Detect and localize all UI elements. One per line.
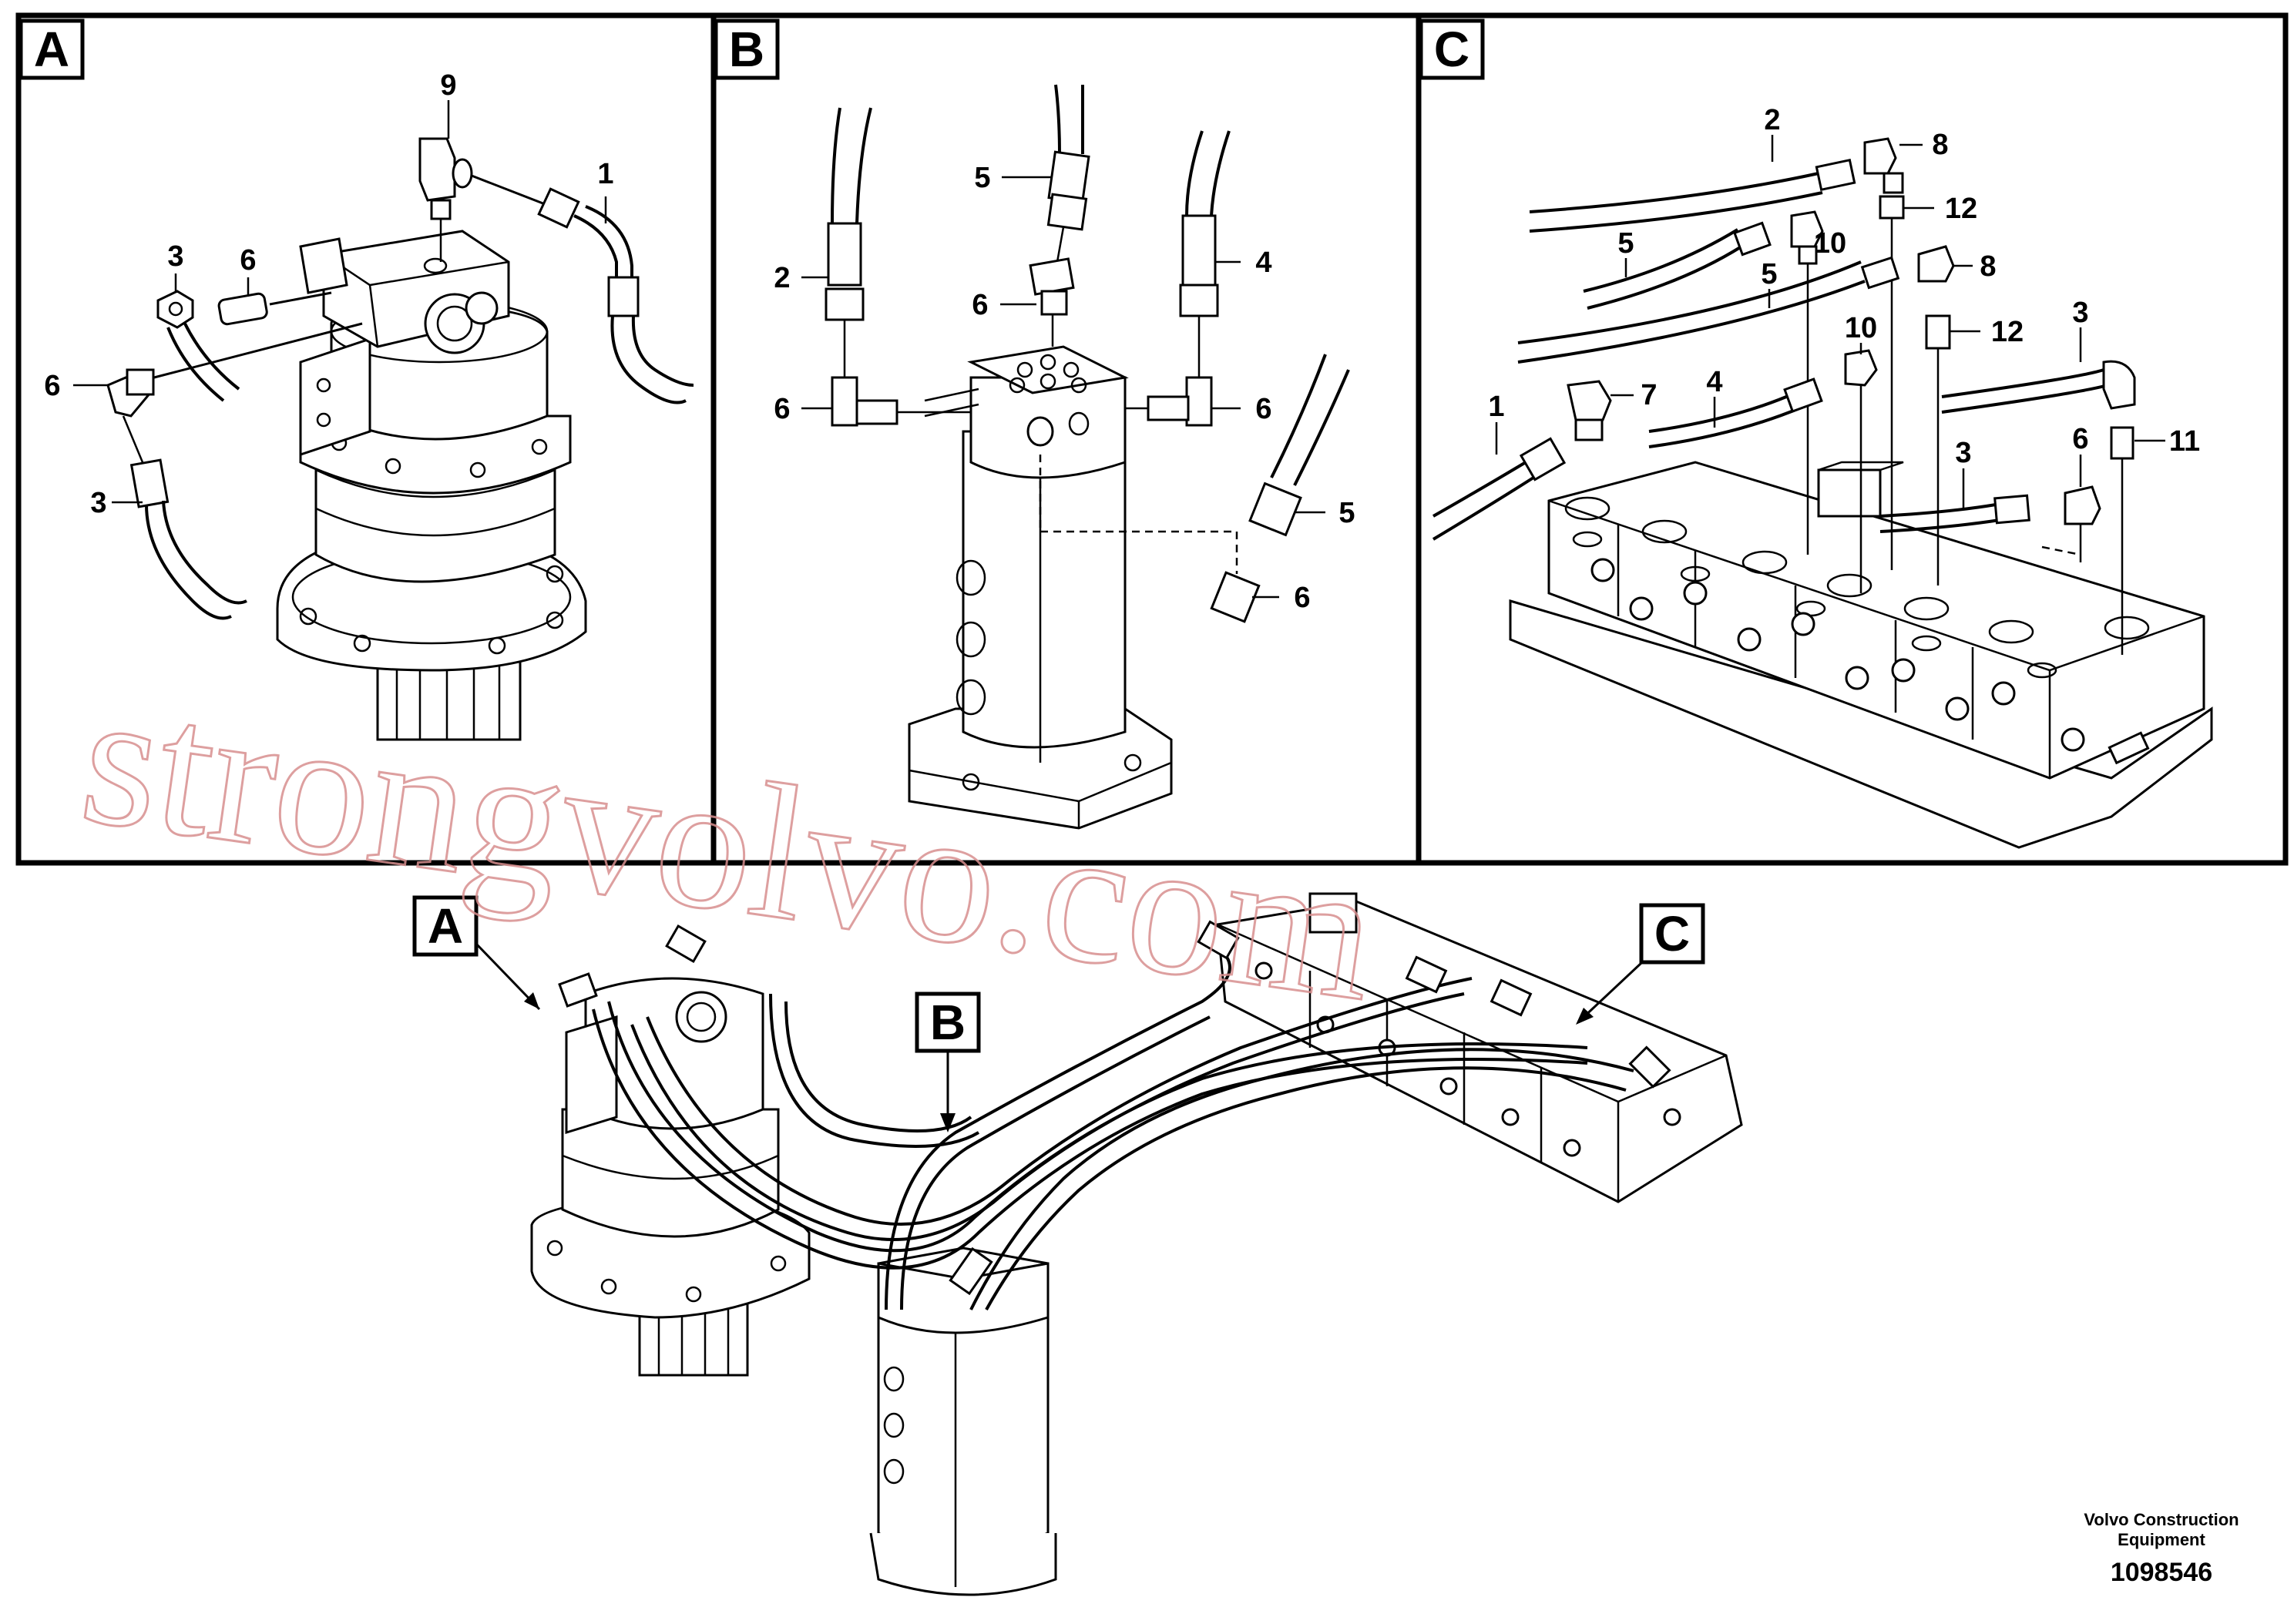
callout-10: 10 — [1814, 227, 1846, 260]
callout-3: 3 — [2072, 297, 2088, 329]
elbow-fitting-9 — [418, 137, 456, 202]
overview-assembly: A B C — [412, 892, 1743, 1596]
panel-c-tag: C — [1434, 22, 1469, 77]
callout-3: 3 — [90, 487, 106, 519]
overview-tag-a: A — [428, 898, 463, 954]
callout-6: 6 — [240, 244, 256, 277]
overview-tag-c: C — [1654, 906, 1690, 961]
callout-6: 6 — [1255, 393, 1271, 425]
callout-5: 5 — [974, 162, 990, 194]
panel-a-hoses — [106, 137, 694, 620]
footer: Volvo Construction Equipment 1098546 — [2084, 1510, 2239, 1587]
panel-a: A — [15, 12, 717, 866]
callout-8: 8 — [1980, 250, 1996, 283]
panel-b-callouts: 5 2 4 6 6 6 5 6 — [774, 162, 1355, 614]
callout-5: 5 — [1761, 258, 1777, 290]
control-valve-drawing — [1509, 461, 2213, 849]
document-number: 1098546 — [2111, 1558, 2212, 1587]
swing-motor-drawing — [276, 230, 587, 741]
callout-10: 10 — [1845, 312, 1877, 344]
panel-b-tag: B — [729, 22, 764, 77]
callout-11: 11 — [2169, 425, 2200, 458]
callout-5: 5 — [1617, 227, 1634, 260]
callout-4: 4 — [1706, 366, 1722, 398]
callout-6: 6 — [972, 289, 988, 321]
panel-c: C — [1416, 12, 2289, 866]
panel-a-tag: A — [34, 22, 69, 77]
company-name-line1: Volvo Construction — [2084, 1510, 2239, 1529]
panel-c-hoses — [1432, 137, 2136, 655]
callout-6: 6 — [2072, 423, 2088, 455]
swivel-joint-drawing — [908, 345, 1173, 830]
callout-1: 1 — [597, 158, 613, 190]
callout-6: 6 — [1294, 582, 1310, 614]
callout-5: 5 — [1338, 497, 1355, 529]
callout-3: 3 — [167, 240, 183, 273]
callout-6: 6 — [44, 370, 60, 402]
callout-8: 8 — [1932, 129, 1948, 161]
panel-b-hoses — [825, 84, 1350, 623]
overview-tag-b: B — [930, 995, 966, 1050]
callout-7: 7 — [1641, 379, 1657, 411]
callout-6: 6 — [774, 393, 790, 425]
callout-2: 2 — [1764, 104, 1780, 136]
overview-hoses — [558, 920, 1671, 1310]
callout-4: 4 — [1255, 247, 1271, 279]
callout-9: 9 — [440, 69, 456, 102]
callout-1: 1 — [1488, 391, 1504, 423]
callout-3: 3 — [1955, 437, 1971, 469]
panel-b: B — [710, 12, 1422, 866]
callout-12: 12 — [1991, 316, 2024, 348]
company-name-line2: Equipment — [2118, 1530, 2205, 1549]
panel-c-callouts: 2 8 12 5 10 5 8 12 10 3 4 1 7 3 — [1488, 104, 2200, 508]
panel-a-callouts: 9 1 3 6 6 3 — [44, 69, 613, 519]
callout-12: 12 — [1945, 193, 1977, 225]
callout-2: 2 — [774, 262, 790, 294]
